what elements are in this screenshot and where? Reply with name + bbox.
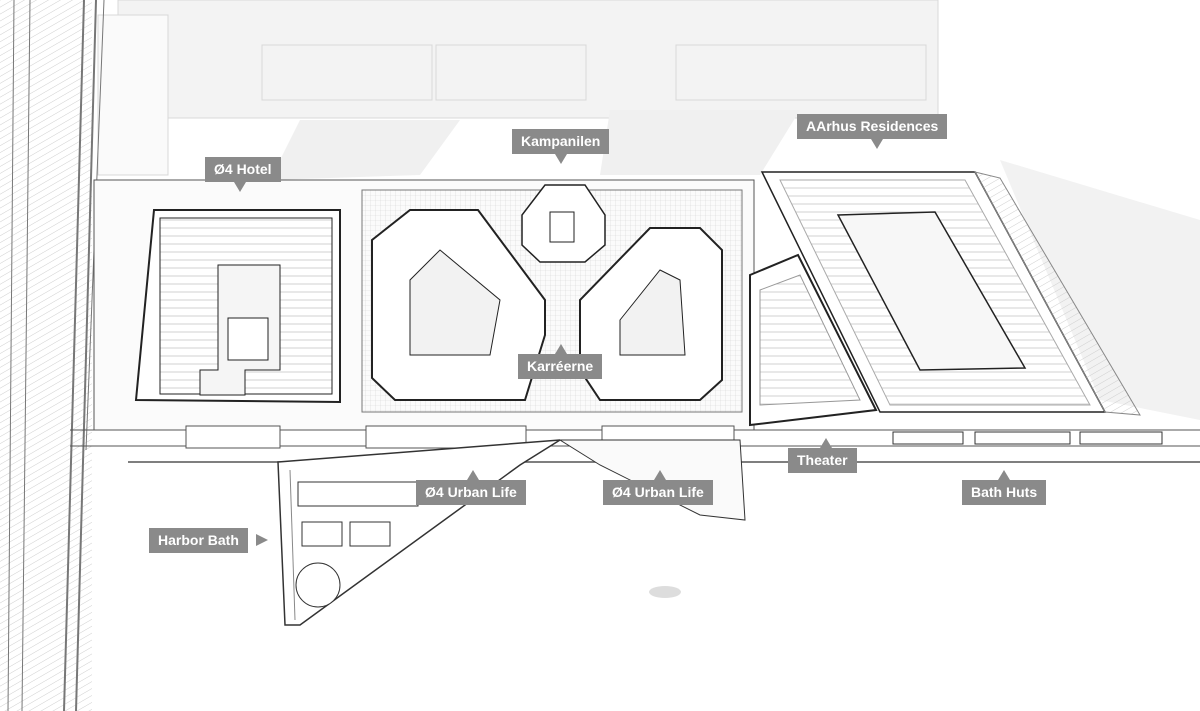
- pointer-residences: [871, 139, 883, 149]
- residences-building: [760, 171, 1141, 416]
- label-karreerne: Karréerne: [518, 354, 603, 379]
- hotel-building: [134, 209, 341, 404]
- label-harbor-bath: Harbor Bath: [149, 528, 248, 553]
- pointer-karreerne: [555, 344, 567, 354]
- pointer-urban-life-2: [654, 470, 666, 480]
- context-buildings: [97, 0, 939, 176]
- label-hotel: Ø4 Hotel: [205, 157, 281, 182]
- label-urban-life-2: Ø4 Urban Life: [603, 480, 713, 505]
- pointer-bath-huts: [998, 470, 1010, 480]
- label-kampanilen: Kampanilen: [512, 129, 610, 154]
- harbor-bath: [277, 439, 746, 626]
- pointer-theater: [820, 438, 832, 448]
- label-residences: AArhus Residences: [797, 114, 948, 139]
- theater-building: [749, 253, 878, 427]
- pointer-kampanilen: [555, 154, 567, 164]
- label-bath-huts: Bath Huts: [962, 480, 1047, 505]
- pointer-harbor-bath: [256, 534, 268, 546]
- railway: [0, 0, 105, 711]
- bath-huts: [892, 431, 1163, 445]
- label-theater: Theater: [788, 448, 857, 473]
- pointer-urban-life-1: [467, 470, 479, 480]
- pointer-hotel: [234, 182, 246, 192]
- label-urban-life-1: Ø4 Urban Life: [416, 480, 526, 505]
